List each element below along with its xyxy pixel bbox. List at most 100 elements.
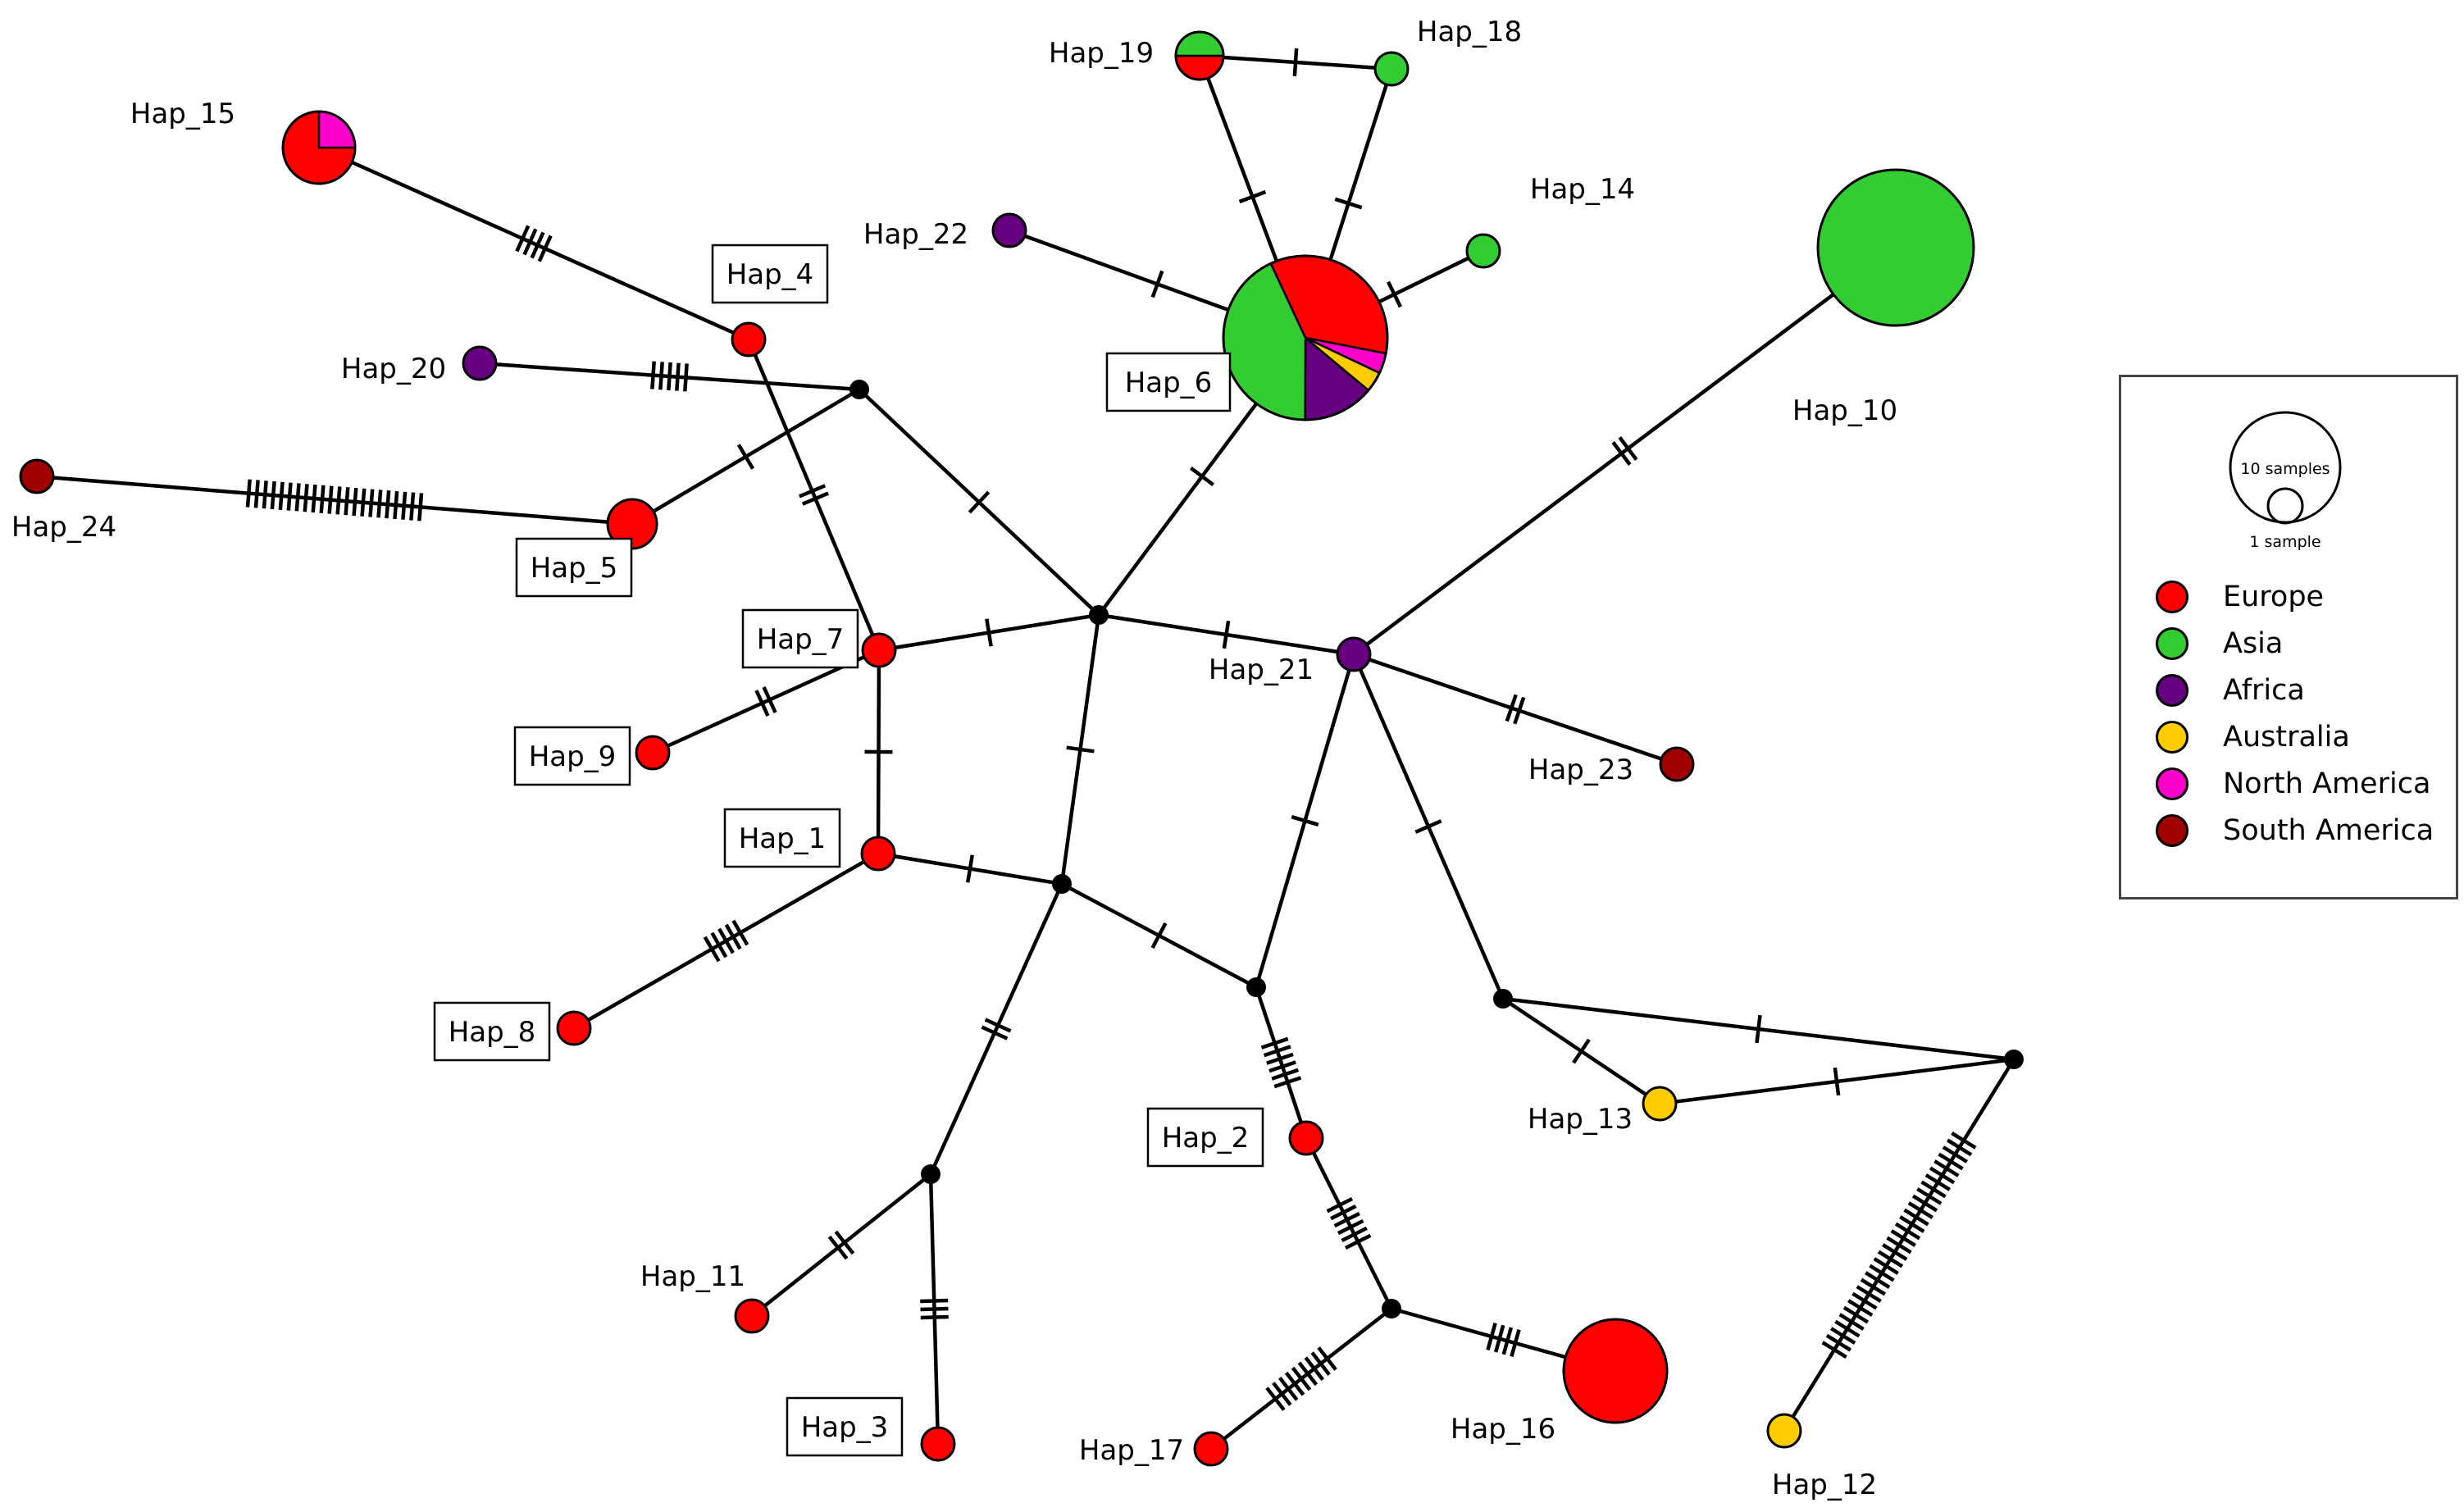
mutation-marks-m2-m3 <box>1066 745 1095 754</box>
mutation-tick <box>1271 1068 1300 1081</box>
mutation-tick <box>1911 1194 1938 1213</box>
haplotype-label-hap-8: Hap_8 <box>433 1001 551 1062</box>
mutation-tick <box>1291 1366 1312 1391</box>
haplotype-node-hap-22 <box>991 212 1027 248</box>
mutation-tick <box>360 488 367 517</box>
mutation-tick <box>1330 1204 1357 1221</box>
mutation-tick <box>376 490 383 518</box>
label-text: Hap_5 <box>531 552 618 585</box>
mutation-tick <box>319 485 326 513</box>
haplotype-node-hap-24 <box>19 458 55 494</box>
mutation-marks-m5-h13 <box>1572 1038 1591 1064</box>
haplotype-label-hap-2: Hap_2 <box>1146 1107 1264 1168</box>
haplotype-node-hap-19 <box>1174 30 1225 81</box>
mutation-marks-h1-m3 <box>966 854 974 883</box>
label-text: Hap_18 <box>1417 16 1522 48</box>
mutation-marks-m7-h17 <box>1265 1346 1337 1411</box>
mutation-marks-m8-h12 <box>1821 1132 1977 1359</box>
haplotype-node-hap-16 <box>1562 1318 1669 1424</box>
mutation-marks-h22-h6 <box>1150 270 1164 298</box>
mutation-tick <box>675 362 681 391</box>
label-box <box>515 537 633 598</box>
mutation-tick <box>368 489 375 517</box>
link-h15-h4 <box>318 145 749 342</box>
haplotype-node-hap-17 <box>1193 1431 1229 1467</box>
mutation-tick <box>1899 1215 1925 1233</box>
median-vector-m6 <box>921 1164 941 1184</box>
mutation-tick <box>1510 1329 1521 1358</box>
mutation-tick <box>1333 1211 1360 1228</box>
haplotype-label-hap-23: Hap_23 <box>1528 754 1633 786</box>
link-h10-h21 <box>1352 246 1897 656</box>
mutation-tick <box>286 482 293 511</box>
mutation-tick <box>1501 1327 1514 1355</box>
mutation-tick <box>1297 1361 1319 1387</box>
mutation-marks-h5-m1 <box>736 444 755 470</box>
mutation-tick <box>1513 696 1526 725</box>
median-vector-m7 <box>1382 1299 1401 1318</box>
haplotype-label-hap-7: Hap_7 <box>741 608 859 669</box>
label-box <box>741 608 859 669</box>
mutation-tick <box>1821 1341 1847 1359</box>
haplotype-node-hap-6 <box>1222 254 1389 421</box>
haplotype-node-hap-18 <box>1373 51 1410 87</box>
legend-label: Asia <box>2223 627 2284 660</box>
haplotype-label-hap-3: Hap_3 <box>786 1396 904 1457</box>
haplotype-label-hap-18: Hap_18 <box>1417 16 1522 48</box>
mutation-tick <box>1326 1197 1354 1214</box>
mutation-tick <box>409 492 416 521</box>
mutation-tick <box>1263 1045 1291 1058</box>
mutation-tick <box>667 362 672 391</box>
legend-swatch <box>2156 627 2188 660</box>
mutation-tick <box>537 235 553 262</box>
mutation-tick <box>311 484 317 513</box>
mutation-tick <box>1856 1285 1882 1303</box>
haplotype-node-hap-20 <box>462 345 498 381</box>
link-m6-h11 <box>750 1173 932 1318</box>
mutation-tick <box>799 484 827 499</box>
mutation-tick <box>1873 1257 1899 1275</box>
label-text: Hap_23 <box>1528 754 1633 786</box>
label-box <box>433 1001 551 1062</box>
mutation-tick <box>1924 1173 1951 1191</box>
mutation-marks-m6-h11 <box>827 1230 855 1260</box>
haplotype-label-hap-14: Hap_14 <box>1530 173 1635 206</box>
median-vector-m3 <box>1052 874 1072 894</box>
mutation-marks-h21-h23 <box>1505 694 1526 725</box>
haplotype-label-hap-4: Hap_4 <box>711 244 829 304</box>
mutation-marks-h24-h5 <box>245 479 424 521</box>
label-box <box>513 726 631 786</box>
haplotype-node-hap-3 <box>920 1426 956 1462</box>
label-text: Hap_19 <box>1049 37 1154 70</box>
mutation-tick <box>1304 1356 1325 1382</box>
mutation-tick <box>827 1235 849 1260</box>
label-box <box>711 244 829 304</box>
mutation-tick <box>245 479 252 508</box>
label-text: Hap_17 <box>1079 1434 1184 1467</box>
label-text: Hap_21 <box>1209 654 1314 686</box>
label-text: Hap_15 <box>130 98 235 130</box>
label-text: Hap_10 <box>1792 394 1897 427</box>
mutation-marks-h13-m8 <box>1833 1067 1841 1096</box>
mutation-tick <box>278 481 285 510</box>
mutation-tick <box>303 484 309 512</box>
legend-item-australia: Australia <box>2156 714 2350 760</box>
mutation-tick <box>294 483 301 512</box>
mutation-tick <box>1291 815 1319 827</box>
mutation-tick <box>1505 694 1518 722</box>
haplotype-label-hap-17: Hap_17 <box>1079 1434 1184 1467</box>
haplotype-label-hap-24: Hap_24 <box>11 511 116 544</box>
median-vector-m4 <box>1246 977 1266 997</box>
mutation-marks-h21-m4 <box>1291 815 1319 827</box>
pie-slice-europe <box>1174 54 1225 81</box>
mutation-marks-m3-m6 <box>981 1018 1012 1041</box>
mutation-tick <box>1933 1159 1960 1177</box>
label-text: Hap_20 <box>341 353 446 385</box>
mutation-tick <box>344 487 350 516</box>
mutation-tick <box>253 480 260 508</box>
label-text: Hap_8 <box>449 1016 536 1049</box>
labels-layer: Hap_1Hap_2Hap_3Hap_4Hap_5Hap_6Hap_7Hap_8… <box>11 16 1897 1501</box>
mutation-tick <box>515 225 531 253</box>
mutation-marks-h20-m1 <box>650 361 689 392</box>
